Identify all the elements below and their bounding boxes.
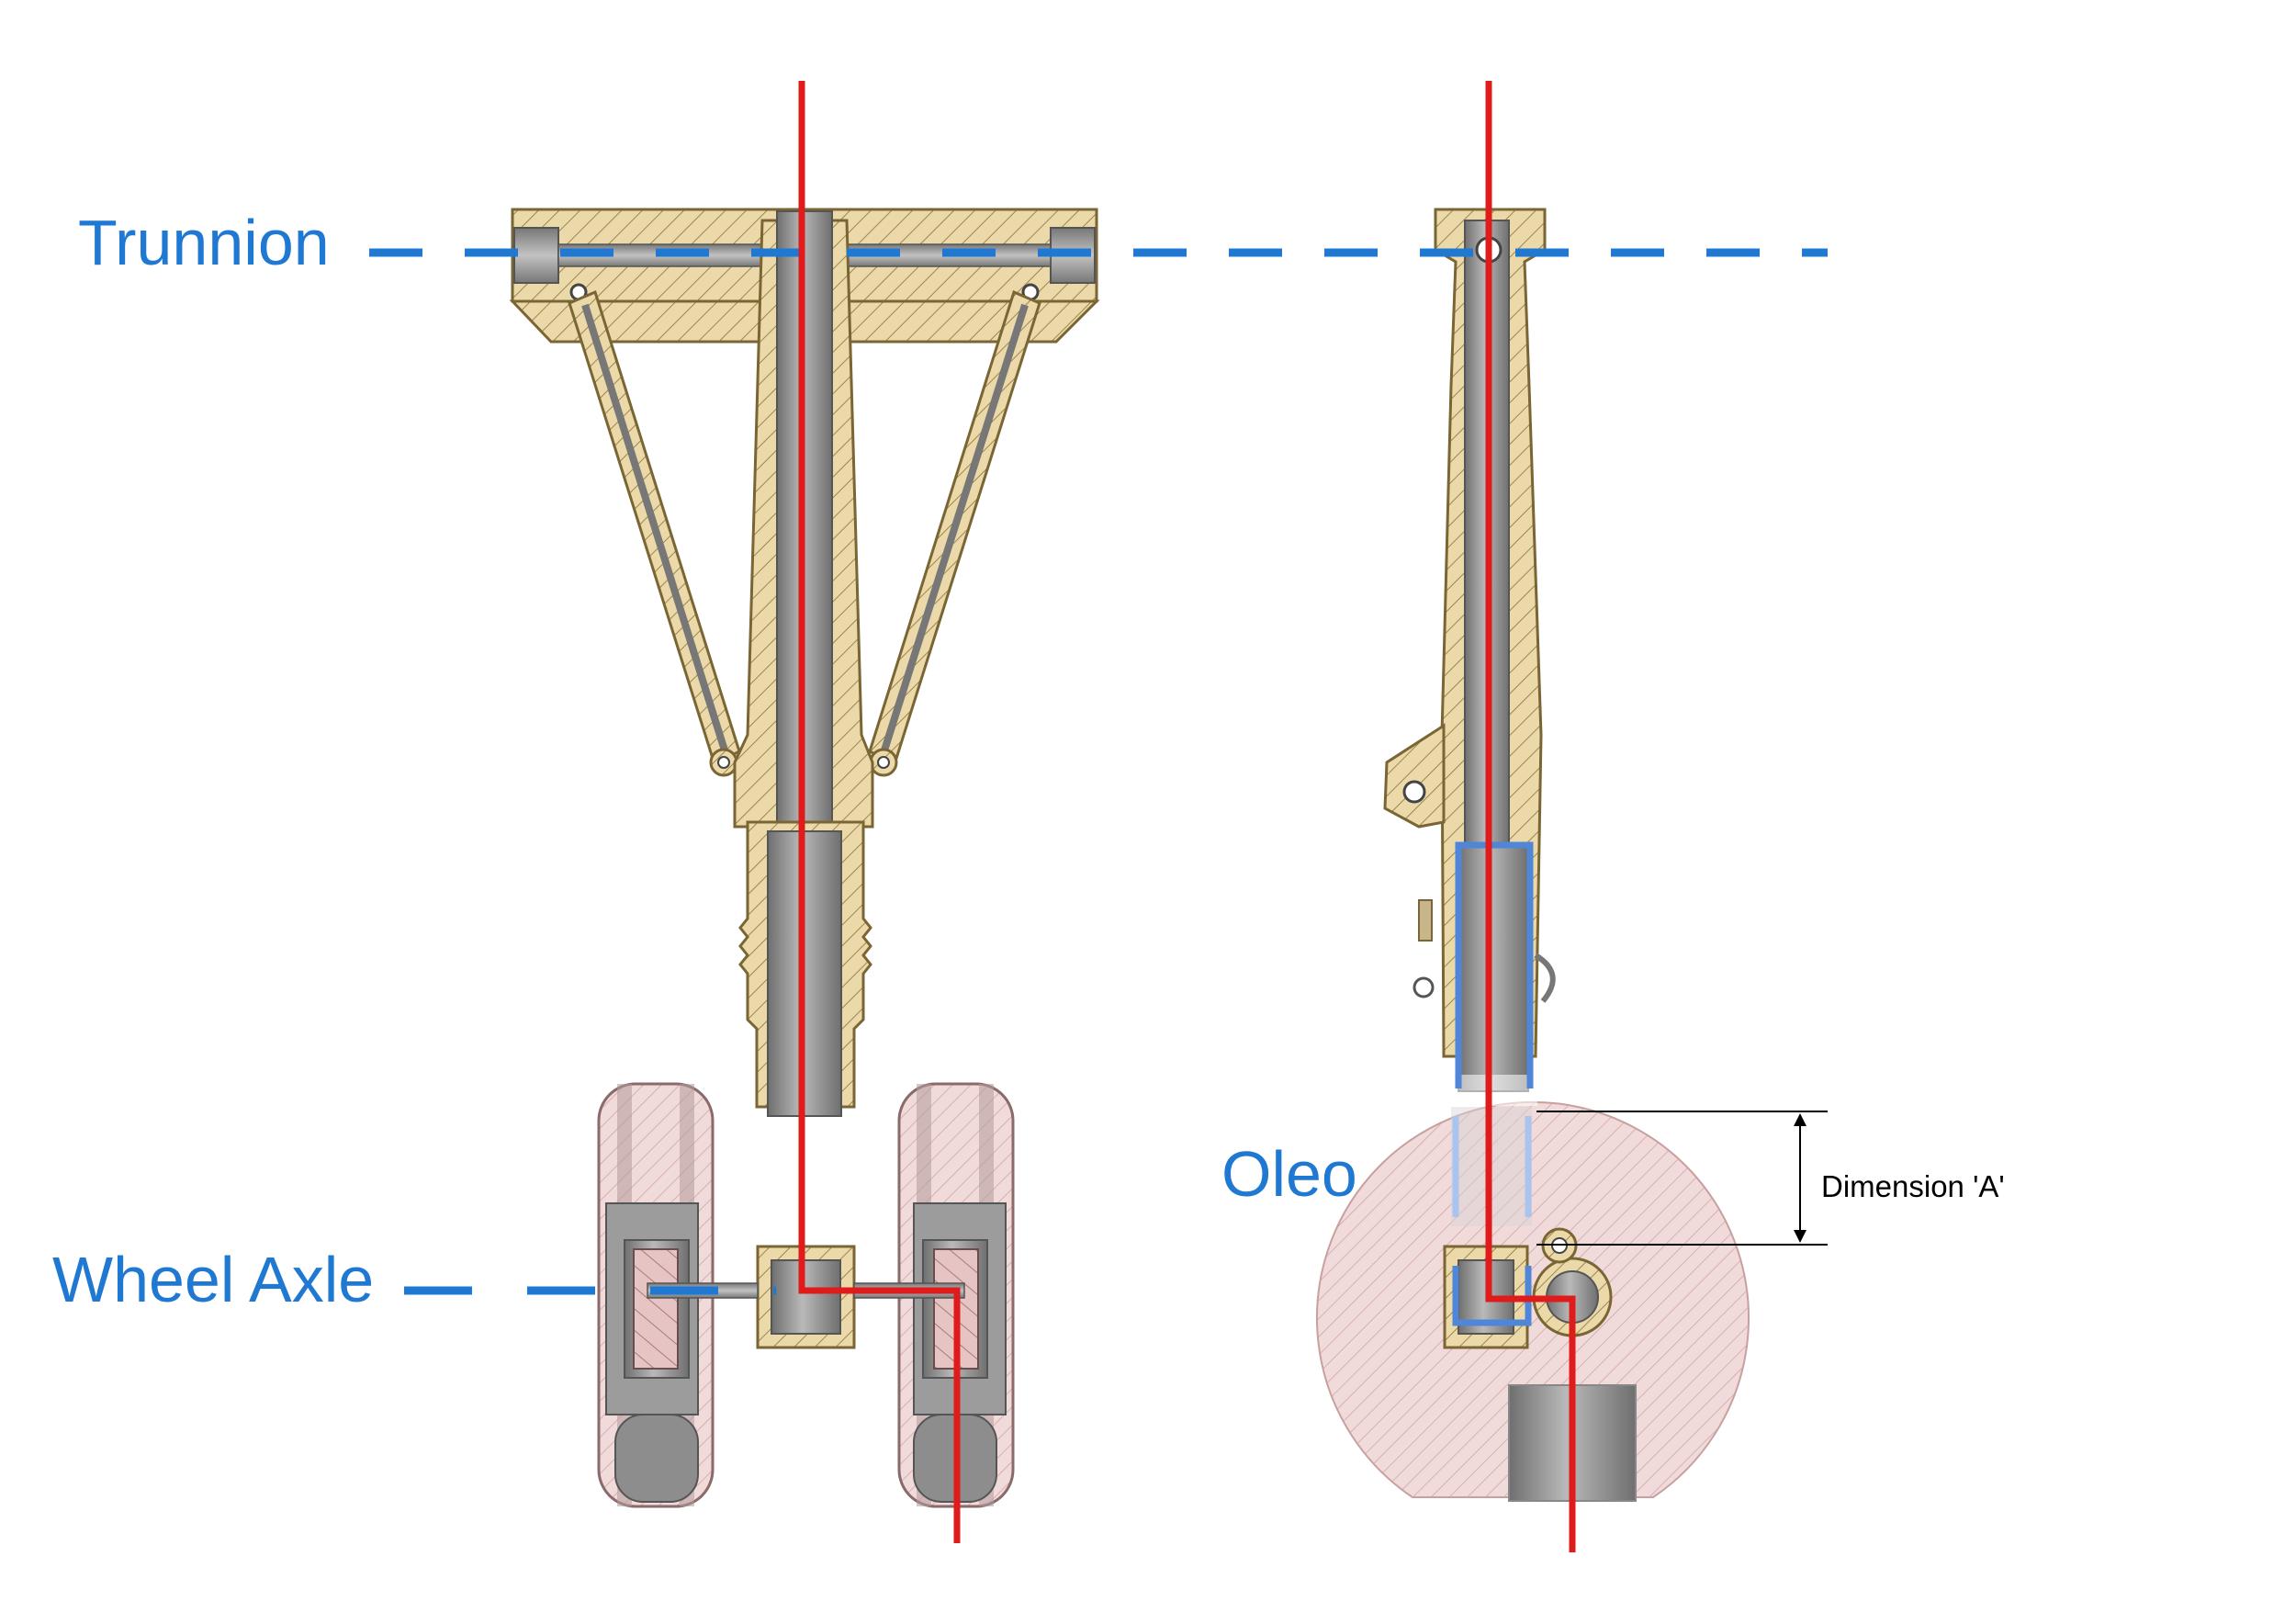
wheel-right [853,1082,1015,1508]
side-strut-lug [1383,723,1446,829]
load-path-side [1485,81,1576,1552]
front-view-gear [509,208,1100,1508]
oleo-outline-bottom [1452,1266,1532,1326]
oleo-label: Oleo [1221,1138,1357,1210]
dim-arrow-head-top [1794,1113,1806,1126]
trunnion-bore-left [513,227,559,284]
side-view-gear: Dimension 'A' [1316,208,2005,1502]
wheel-axle-label: Wheel Axle [52,1244,374,1315]
dimension-label: Dimension 'A' [1821,1169,2005,1203]
side-oleo-piston [1458,842,1529,1092]
dim-arrow-head-bottom [1794,1230,1806,1243]
load-path-front [798,81,961,1543]
wheel-left [597,1082,759,1508]
trunnion-label: Trunnion [78,207,330,278]
oleo-outline-solid [1455,841,1534,1088]
